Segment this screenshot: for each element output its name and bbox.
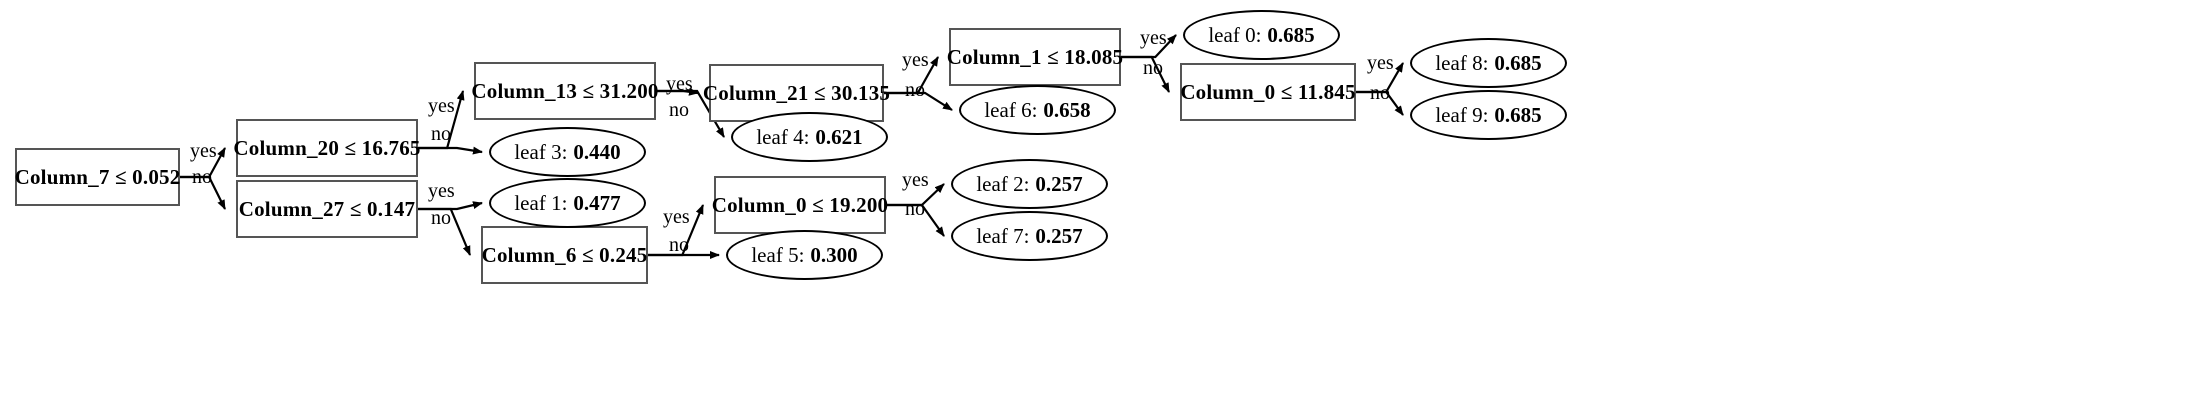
leaf-label: leaf 9: [1435,102,1489,127]
leaf-label: leaf 7: [976,223,1030,248]
leaf-value: 0.685 [1494,102,1542,127]
edge-label-yes-n_col0_11: yes [1367,52,1394,74]
leaf-node-l0[interactable]: leaf 0:0.685 [1183,10,1340,60]
decision-node-n_col13[interactable]: Column_13 ≤ 31.200 [471,62,659,120]
decision-node-n_col0_19[interactable]: Column_0 ≤ 19.200 [711,176,889,234]
edge-label-no-n_col27: no [431,207,451,229]
decision-node-text: Column_20 ≤ 16.765 [233,135,421,160]
leaf-label: leaf 1: [514,190,568,215]
decision-node-n_root[interactable]: Column_7 ≤ 0.052 [15,148,180,206]
leaf-value: 0.685 [1267,22,1315,47]
edge-label-no-n_col1: no [1143,57,1163,79]
decision-node-text: Column_1 ≤ 18.085 [946,44,1124,69]
leaf-value: 0.257 [1035,223,1083,248]
leaf-node-l8[interactable]: leaf 8:0.685 [1410,38,1567,88]
decision-node-text: Column_21 ≤ 30.135 [702,80,891,105]
edge-label-no-n_col21: no [905,79,925,101]
leaf-node-l9[interactable]: leaf 9:0.685 [1410,90,1567,140]
leaf-value: 0.440 [573,139,621,164]
leaf-label: leaf 8: [1435,50,1489,75]
leaf-label: leaf 5: [751,242,805,267]
leaf-value: 0.685 [1494,50,1542,75]
leaf-label: leaf 0: [1208,22,1262,47]
decision-node-text: Column_13 ≤ 31.200 [471,78,659,103]
decision-node-n_col1[interactable]: Column_1 ≤ 18.085 [946,28,1124,86]
decision-node-text: Column_7 ≤ 0.052 [14,164,181,189]
leaf-node-l1[interactable]: leaf 1:0.477 [489,178,646,228]
leaf-label: leaf 4: [756,124,810,149]
leaf-label: leaf 2: [976,171,1030,196]
edge-n_col20-to-l3 [418,146,483,155]
edge-label-no-n_col13: no [669,99,689,121]
edge-label-no-n_col0_11: no [1370,82,1390,104]
edge-label-no-n_root: no [192,166,212,188]
edge-label-yes-n_col1: yes [1140,27,1167,49]
edge-label-yes-n_root: yes [190,140,217,162]
edge-label-yes-n_col13: yes [666,73,693,95]
leaf-label: leaf 3: [514,139,568,164]
leaf-node-l2[interactable]: leaf 2:0.257 [951,159,1108,209]
decision-node-text: Column_0 ≤ 11.845 [1180,79,1356,104]
decision-node-n_col0_11[interactable]: Column_0 ≤ 11.845 [1180,63,1356,121]
edge-label-no-n_col0_19: no [905,198,925,220]
leaf-node-l5[interactable]: leaf 5:0.300 [726,230,883,280]
edge-label-yes-n_col0_19: yes [902,169,929,191]
leaf-label: leaf 6: [984,97,1038,122]
leaf-value: 0.621 [815,124,863,149]
decision-node-text: Column_0 ≤ 19.200 [711,192,889,217]
leaf-node-l6[interactable]: leaf 6:0.658 [959,85,1116,135]
leaf-node-l4[interactable]: leaf 4:0.621 [731,112,888,162]
leaf-node-l3[interactable]: leaf 3:0.440 [489,127,646,177]
decision-node-text: Column_27 ≤ 0.147 [238,196,416,221]
edge-label-no-n_col6: no [669,234,689,256]
edge-label-no-n_col20: no [431,123,451,145]
leaf-node-l7[interactable]: leaf 7:0.257 [951,211,1108,261]
edge-label-yes-n_col6: yes [663,206,690,228]
decision-node-text: Column_6 ≤ 0.245 [481,242,648,267]
edge-label-yes-n_col20: yes [428,95,455,117]
edge-label-yes-n_col27: yes [428,180,455,202]
leaf-value: 0.658 [1043,97,1091,122]
decision-node-n_col6[interactable]: Column_6 ≤ 0.245 [481,226,648,284]
leaf-value: 0.257 [1035,171,1083,196]
decision-node-n_col27[interactable]: Column_27 ≤ 0.147 [236,180,418,238]
decision-node-n_col20[interactable]: Column_20 ≤ 16.765 [233,119,421,177]
leaf-value: 0.300 [810,242,858,267]
edge-label-yes-n_col21: yes [902,49,929,71]
leaf-value: 0.477 [573,190,621,215]
